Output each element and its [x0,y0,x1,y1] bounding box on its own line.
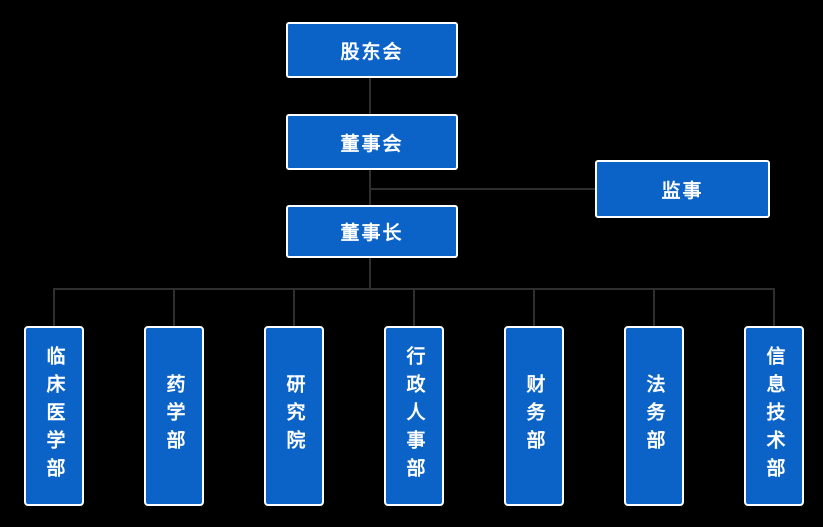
connector-drop-admin-hr [413,289,415,327]
node-label: 财务部 [523,374,545,458]
node-dept-legal: 法务部 [624,326,684,506]
connector-drop-research [293,289,295,327]
node-label: 信息技术部 [763,346,785,486]
connector-drop-it [773,289,775,327]
node-dept-clinical-medicine: 临床医学部 [24,326,84,506]
node-supervisor: 监事 [595,160,770,218]
node-label: 股东会 [340,41,404,63]
node-dept-pharmacy: 药学部 [144,326,204,506]
node-dept-admin-hr: 行政人事部 [384,326,444,506]
node-label: 行政人事部 [403,346,425,486]
connector-drop-pharmacy [173,289,175,327]
connector-board-chairman [369,170,371,205]
node-label: 药学部 [163,374,185,458]
node-label: 研究院 [283,374,305,458]
node-label: 临床医学部 [43,346,65,486]
node-dept-finance: 财务部 [504,326,564,506]
connector-drop-legal [653,289,655,327]
node-dept-research-institute: 研究院 [264,326,324,506]
node-label: 监事 [661,180,704,202]
node-label: 法务部 [643,374,665,458]
connector-drop-clinical-medicine [53,289,55,327]
connector-drop-finance [533,289,535,327]
node-label: 董事会 [340,133,404,155]
connector-chairman-bus [369,258,371,289]
node-shareholders-meeting: 股东会 [286,22,458,78]
connector-shareholders-board [369,78,371,114]
node-board-of-directors: 董事会 [286,114,458,170]
node-label: 董事长 [340,223,404,244]
connector-board-supervisor [370,188,595,190]
node-dept-information-technology: 信息技术部 [744,326,804,506]
node-chairman: 董事长 [286,205,458,258]
